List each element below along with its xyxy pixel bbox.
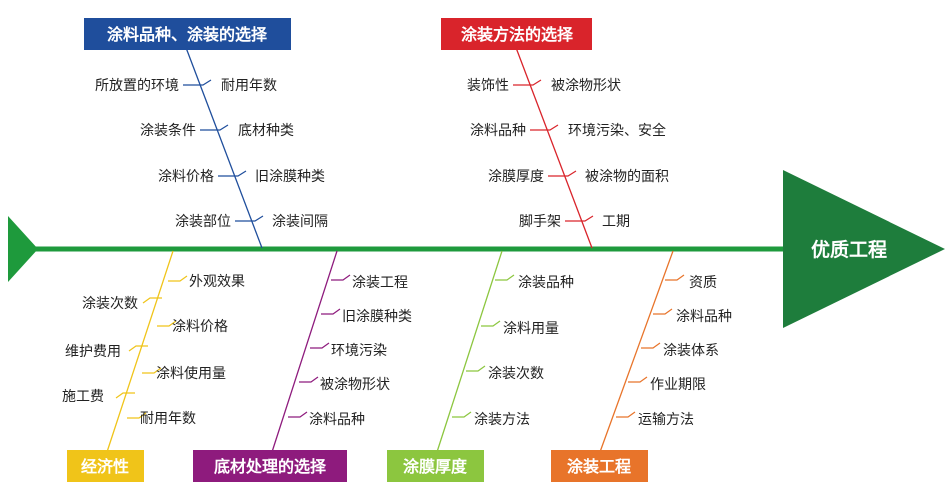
cause-tick (452, 411, 472, 418)
cause-label: 作业期限 (650, 377, 706, 393)
category-bone: 涂装方法的选择 装饰性 涂料品种 涂膜厚度 脚手架 被涂物形状 环境污染、安全 … (441, 18, 669, 249)
tail-triangle (8, 216, 38, 282)
cause-tick (157, 320, 177, 327)
cause-tick (481, 320, 501, 327)
category-box (387, 450, 484, 482)
category-box (193, 450, 347, 482)
cause-label: 脚手架 (519, 214, 561, 230)
cause-label: 被涂物的面积 (585, 169, 669, 185)
category-bone: 涂膜厚度 涂装品种 涂料用量 涂装次数 涂装方法 (387, 250, 574, 482)
cause-label: 耐用年数 (221, 78, 277, 94)
cause-label: 被涂物形状 (551, 78, 621, 94)
cause-tick (127, 412, 147, 419)
cause-label: 涂装部位 (175, 214, 231, 230)
cause-tick (565, 215, 594, 222)
cause-label: 涂装条件 (140, 122, 196, 139)
cause-label: 被涂物形状 (320, 377, 390, 393)
cause-tick (616, 411, 636, 418)
category-branch-line (271, 250, 338, 453)
cause-label: 涂装体系 (663, 343, 719, 359)
cause-label: 环境污染 (331, 343, 387, 359)
cause-tick (299, 376, 319, 383)
cause-tick (142, 367, 162, 374)
cause-label: 涂料品种 (676, 309, 732, 325)
category-branch-line (599, 250, 674, 453)
cause-label: 环境污染、安全 (568, 122, 666, 139)
cause-tick (466, 365, 486, 372)
cause-tick (142, 297, 162, 304)
cause-label: 运输方法 (638, 412, 694, 428)
cause-tick (321, 308, 341, 315)
category-branch-line (106, 250, 174, 453)
category-bone: 底材处理的选择 涂装工程 旧涂膜种类 环境污染 被涂物形状 涂料品种 (193, 250, 412, 482)
cause-label: 涂料使用量 (156, 365, 226, 382)
category-box (67, 450, 144, 482)
cause-label: 耐用年数 (140, 411, 196, 427)
cause-tick (548, 170, 577, 177)
category-branch-line (184, 44, 263, 249)
head-label: 优质工程 (811, 238, 887, 261)
cause-label: 涂料品种 (470, 123, 526, 139)
cause-tick (218, 170, 247, 177)
cause-label: 维护费用 (65, 344, 121, 360)
cause-label: 涂料价格 (158, 169, 214, 185)
cause-tick (235, 215, 264, 222)
category-branch-line (514, 44, 593, 249)
cause-label: 资质 (689, 275, 717, 291)
category-bone: 经济性 外观效果 涂装次数 涂料价格 维护费用 涂料使用量 施工费 耐用年数 (62, 250, 245, 482)
cause-label: 工期 (602, 214, 630, 230)
cause-tick (200, 124, 229, 131)
category-box (551, 450, 648, 482)
cause-label: 施工费 (62, 389, 104, 405)
cause-tick (495, 274, 515, 281)
cause-tick (530, 124, 559, 131)
cause-label: 涂装次数 (82, 296, 138, 312)
cause-label: 涂装次数 (488, 366, 544, 382)
category-bone: 涂料品种、涂装的选择 所放置的环境 涂装条件 涂料价格 涂装部位 耐用年数 底材… (84, 18, 328, 249)
cause-label: 底材种类 (238, 123, 294, 139)
cause-tick (331, 274, 351, 281)
cause-tick (653, 308, 673, 315)
category-label: 涂装方法的选择 (461, 25, 574, 44)
category-label: 经济性 (81, 457, 129, 476)
cause-label: 涂装间隔 (272, 214, 328, 230)
cause-tick (128, 345, 148, 352)
cause-tick (513, 79, 542, 86)
cause-tick (168, 275, 188, 282)
cause-label: 涂装工程 (352, 275, 408, 291)
cause-tick (665, 274, 685, 281)
cause-tick (310, 342, 330, 349)
cause-tick (641, 342, 661, 349)
cause-label: 涂料品种 (309, 412, 365, 428)
category-box (441, 18, 592, 50)
cause-tick (183, 79, 212, 86)
cause-label: 旧涂膜种类 (342, 309, 412, 325)
cause-label: 涂装方法 (474, 412, 530, 428)
category-label: 涂装工程 (567, 457, 631, 476)
cause-tick (628, 376, 648, 383)
cause-label: 涂装品种 (518, 275, 574, 291)
category-box (84, 18, 291, 50)
cause-label: 所放置的环境 (95, 78, 179, 94)
category-bone: 涂装工程 资质 涂料品种 涂装体系 作业期限 运输方法 (551, 250, 732, 482)
cause-label: 涂料用量 (503, 321, 559, 337)
category-branch-line (436, 250, 503, 453)
cause-label: 外观效果 (189, 274, 245, 290)
category-label: 涂膜厚度 (403, 457, 468, 476)
cause-label: 涂膜厚度 (488, 169, 544, 185)
cause-label: 装饰性 (467, 78, 509, 94)
cause-tick (115, 392, 135, 399)
cause-tick (288, 411, 308, 418)
cause-label: 涂料价格 (172, 319, 228, 335)
category-label: 底材处理的选择 (214, 457, 327, 476)
head-triangle (783, 170, 945, 328)
cause-label: 旧涂膜种类 (255, 169, 325, 185)
category-label: 涂料品种、涂装的选择 (107, 25, 268, 44)
